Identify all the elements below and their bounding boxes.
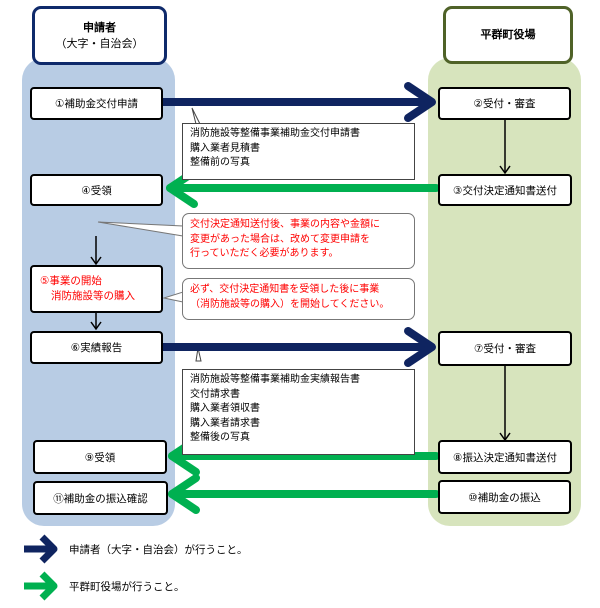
town-title: 平群町役場 (480, 28, 536, 41)
step-5-label: ⑤事業の開始 (40, 275, 102, 287)
step-1-label: ①補助金交付申請 (55, 98, 138, 110)
note-line: 交付決定通知送付後、事業の内容や金額に (190, 219, 380, 230)
legend-navy-arrow-head (39, 534, 58, 564)
step-10-label: ⑩補助金の振込 (468, 491, 541, 504)
step-2-label: ②受付・審査 (473, 98, 536, 110)
application-documents: 消防施設等整備事業補助金交付申請書 購入業者見積書 整備前の写真 (182, 123, 415, 180)
note-line: （消防施設等の購入）を開始してください。 (190, 298, 390, 310)
legend-town: 平群町役場が行うこと。 (69, 581, 185, 593)
town-header: 平群町役場 (443, 6, 573, 64)
step-11-box: ⑪補助金の振込確認 (33, 481, 168, 515)
doc-item: 整備後の写真 (190, 432, 250, 443)
report-documents: 消防施設等整備事業補助金実績報告書 交付請求書 購入業者領収書 購入業者請求書 … (182, 369, 415, 455)
step-5-sublabel: 消防施設等の購入 (51, 290, 135, 302)
step-2-box: ②受付・審査 (438, 87, 571, 120)
note-line: 行っていただく必要があります。 (190, 248, 339, 259)
note1-pointer (97, 221, 184, 237)
connector-s4-s5-head (90, 256, 102, 266)
step-9-label: ⑨受領 (84, 451, 116, 464)
step-3-box: ③交付決定通知書送付 (438, 174, 572, 206)
step-5-box: ⑤事業の開始 消防施設等の購入 (30, 265, 163, 313)
doc-item: 交付請求書 (190, 388, 240, 400)
step-1-box: ①補助金交付申請 (30, 87, 163, 120)
step-6-box: ⑥実績報告 (30, 331, 163, 364)
step-6-label: ⑥実績報告 (70, 342, 123, 354)
step-8-label: ⑧振込決定通知書送付 (453, 451, 557, 464)
step-11-label: ⑪補助金の振込確認 (53, 492, 148, 505)
doc-item: 購入業者見積書 (190, 142, 260, 154)
note-line: 必ず、交付決定通知書を受領した後に事業 (190, 284, 380, 295)
connector-s2-s3-head (499, 165, 511, 175)
arrow-head-s2 (404, 82, 436, 122)
doc1-pointer (191, 107, 201, 125)
note-line: 変更があった場合は、改めて変更申請を (190, 233, 370, 245)
step-7-box: ⑦受付・審査 (438, 331, 572, 366)
step-4-label: ④受領 (81, 184, 112, 197)
connector-s5-s6-head (90, 321, 102, 331)
note2-pointer (162, 291, 184, 303)
legend-green-arrow-head (39, 571, 58, 601)
step-8-box: ⑧振込決定通知書送付 (438, 440, 572, 474)
doc-item: 整備前の写真 (190, 157, 250, 168)
step-10-box: ⑩補助金の振込 (438, 480, 571, 514)
step-7-label: ⑦受付・審査 (474, 343, 536, 355)
doc-item: 購入業者請求書 (190, 417, 260, 429)
applicant-subtitle: （大字・自治会） (55, 36, 144, 50)
applicant-title: 申請者 (83, 20, 116, 34)
order-note: 必ず、交付決定通知書を受領した後に事業 （消防施設等の購入）を開始してください。 (182, 278, 415, 320)
arrow-head-s11 (168, 474, 200, 514)
change-note: 交付決定通知送付後、事業の内容や金額に 変更があった場合は、改めて変更申請を 行… (182, 213, 415, 269)
step-3-label: ③交付決定通知書送付 (453, 184, 557, 197)
applicant-header: 申請者 （大字・自治会） (32, 6, 167, 65)
step-4-box: ④受領 (30, 174, 163, 206)
arrow-head-s7 (404, 327, 436, 367)
doc-item: 購入業者領収書 (190, 403, 260, 414)
doc2-pointer (195, 347, 202, 362)
doc-item: 消防施設等整備事業補助金交付申請書 (190, 128, 360, 139)
step-9-box: ⑨受領 (33, 440, 167, 474)
legend-applicant: 申請者（大字・自治会）が行うこと。 (69, 544, 248, 556)
doc-item: 消防施設等整備事業補助金実績報告書 (190, 374, 360, 385)
